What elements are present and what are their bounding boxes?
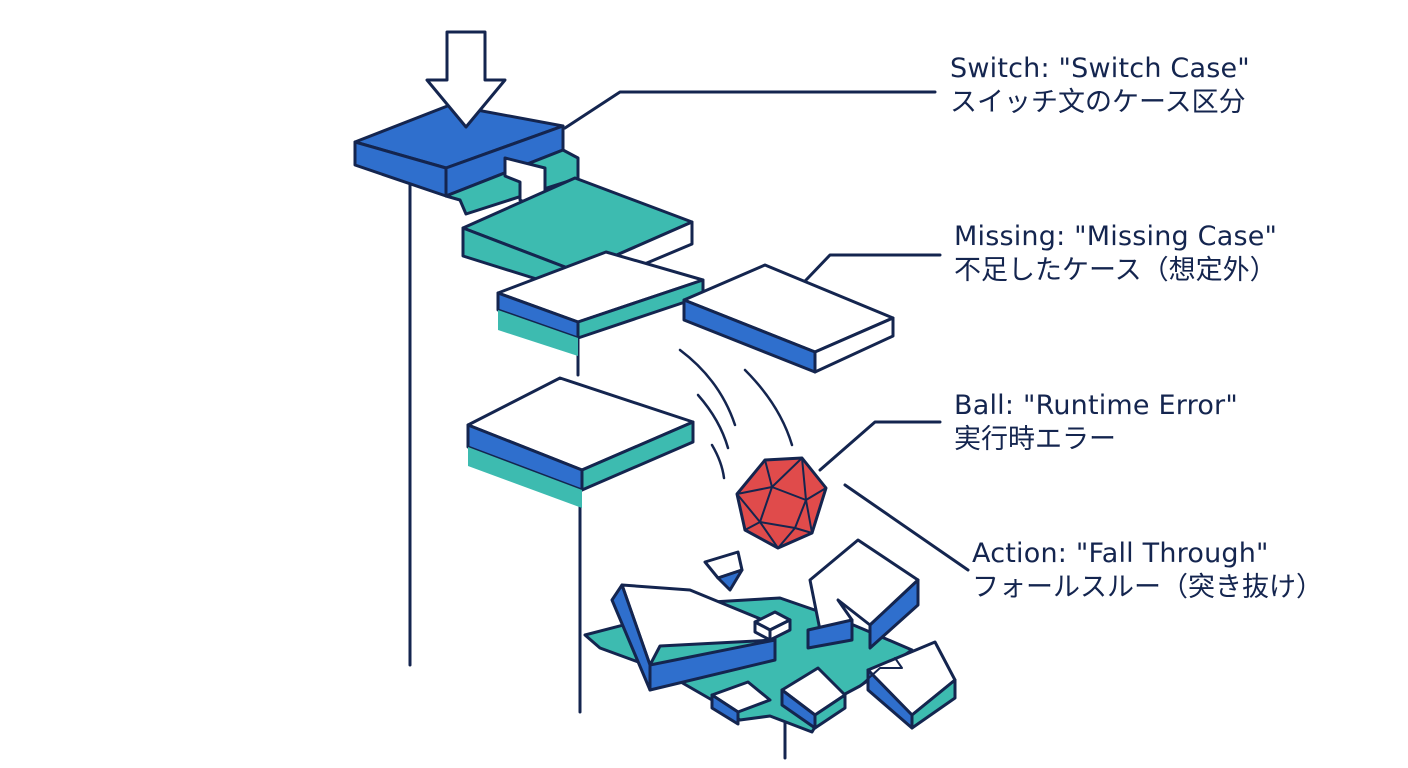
- label-switch-ja: スイッチ文のケース区分: [950, 86, 1246, 118]
- label-action-en: Action: "Fall Through": [972, 538, 1269, 569]
- label-missing-ja: 不足したケース（想定外）: [954, 254, 1277, 286]
- leader-action: [843, 483, 970, 572]
- label-action: Action: "Fall Through" フォールスルー（突き抜け）: [972, 537, 1323, 605]
- label-ball-ja: 実行時エラー: [954, 423, 1116, 455]
- shattered-floor: [583, 538, 957, 734]
- step-missing: [682, 263, 895, 374]
- label-ball-en: Ball: "Runtime Error": [954, 390, 1238, 421]
- step-4: [466, 376, 695, 508]
- down-arrow-icon: [425, 30, 507, 129]
- label-ball: Ball: "Runtime Error" 実行時エラー: [954, 389, 1238, 457]
- motion-lines: [678, 348, 794, 480]
- label-missing-en: Missing: "Missing Case": [954, 221, 1278, 252]
- icosahedron-ball-icon: [735, 456, 828, 550]
- label-switch-en: Switch: "Switch Case": [950, 53, 1250, 84]
- label-missing: Missing: "Missing Case" 不足したケース（想定外）: [954, 220, 1277, 288]
- leader-ball: [818, 420, 942, 472]
- leader-switch: [563, 90, 937, 130]
- step-3: [496, 250, 705, 356]
- label-action-ja: フォールスルー（突き抜け）: [972, 571, 1323, 603]
- label-switch: Switch: "Switch Case" スイッチ文のケース区分: [950, 52, 1250, 120]
